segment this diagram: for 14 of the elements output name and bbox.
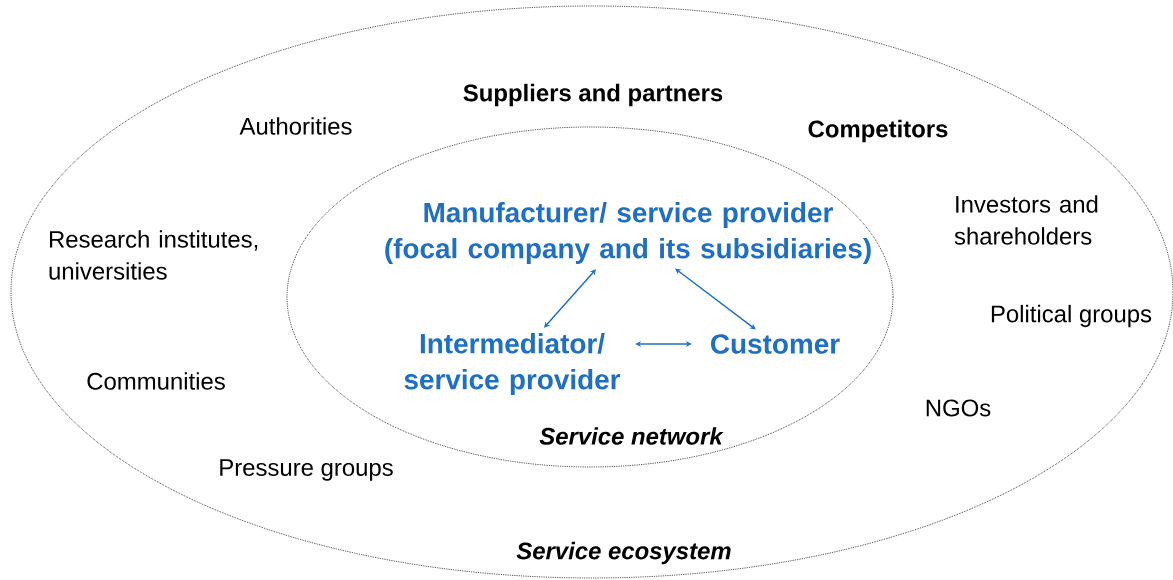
stakeholder-label: Investors and shareholders	[954, 195, 1098, 245]
stakeholder-label: Political groups	[991, 304, 1152, 328]
actor-label: Manufacturer/ service provider (focal company and its subsidiaries)	[385, 202, 871, 264]
arrow	[675, 268, 756, 330]
stakeholder-label: Authorities	[239, 117, 352, 135]
stakeholder-label: Pressure groups	[220, 459, 393, 481]
stakeholder-label: Suppliers and partners	[463, 83, 723, 107]
stakeholder-label: Research institutes, universities	[49, 230, 258, 280]
stakeholder-label: NGOs	[926, 399, 991, 417]
actor-label: Intermediator/ service provider	[404, 333, 621, 395]
actor-label: Customer	[711, 334, 840, 354]
stakeholder-label: Competitors	[808, 119, 948, 143]
arrow	[635, 340, 692, 348]
stakeholder-label: Communities	[87, 372, 225, 390]
